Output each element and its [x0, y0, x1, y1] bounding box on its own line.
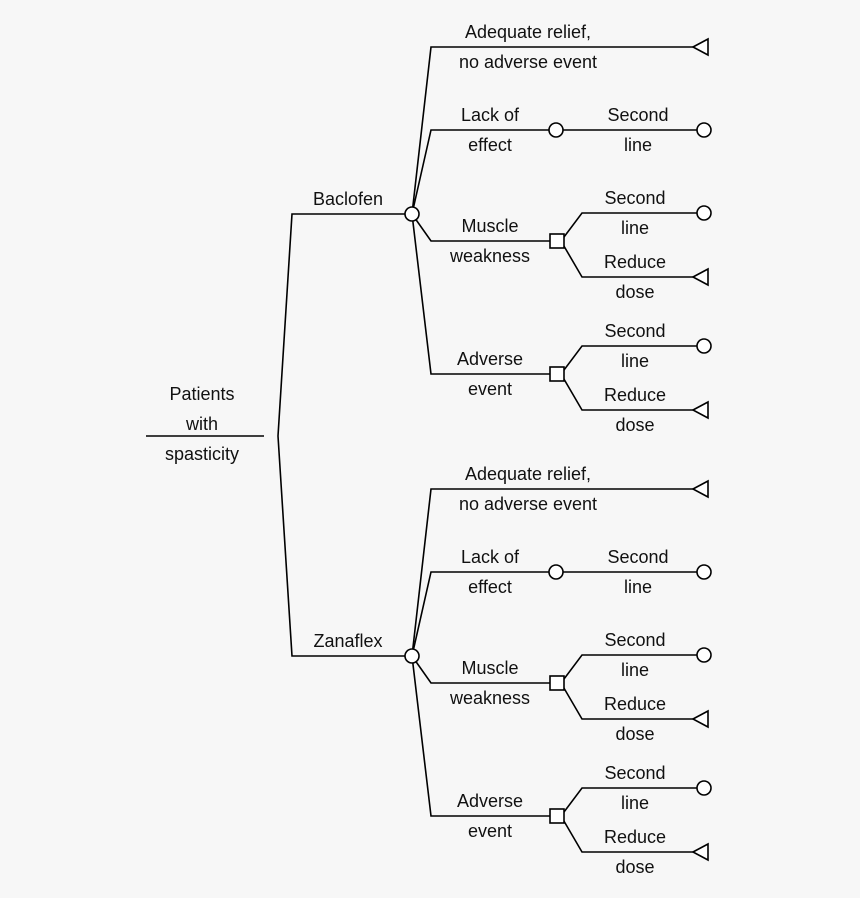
branch-0-outcome-2-child-0-chance-node — [696, 205, 712, 221]
branch-1-outcome-2-child-0-label: line — [621, 660, 649, 680]
branch-0-outcome-2-child-1-label: dose — [615, 282, 654, 302]
branch-0-outcome-1-edge — [411, 129, 549, 215]
branch-1-outcome-2-label: Muscle — [461, 658, 518, 678]
branch-1-outcome-3-edge — [411, 655, 550, 817]
branch-1-outcome-2-decision-node — [549, 675, 565, 691]
branch-0-outcome-1-child-0-label: Second — [607, 105, 668, 125]
branch-0-outcome-0-label: Adequate relief, — [465, 22, 591, 42]
branch-0-outcome-2-child-0-label: Second — [604, 188, 665, 208]
branch-0-outcome-3-child-1-edge — [560, 373, 708, 411]
branch-0-outcome-3-child-0-edge — [560, 345, 697, 375]
branch-1-edge — [277, 435, 405, 657]
branch-0-outcome-3-child-0-label: line — [621, 351, 649, 371]
branch-1-outcome-3-child-0-label: Second — [604, 763, 665, 783]
branch-1-outcome-1-chance-node — [548, 564, 564, 580]
branch-0-outcome-1-label: Lack of — [461, 105, 520, 125]
branch-1-outcome-3-child-1-edge — [560, 815, 708, 853]
branch-1-outcome-1-child-0-label: Second — [607, 547, 668, 567]
branch-0-outcome-3-label: Adverse — [457, 349, 523, 369]
branch-0-outcome-2-child-1-terminal-node — [691, 267, 709, 287]
tree-nodes — [404, 37, 712, 862]
branch-0-outcome-1-label: effect — [468, 135, 512, 155]
branch-1-outcome-2-child-1-terminal-node — [691, 709, 709, 729]
branch-1-outcome-2-child-1-edge — [560, 682, 708, 720]
tree-edges — [146, 46, 708, 853]
branch-1-outcome-1-edge — [411, 571, 549, 657]
branch-1-outcome-3-child-1-label: dose — [615, 857, 654, 877]
branch-1-outcome-2-edge — [411, 655, 550, 684]
branch-0-outcome-2-child-0-label: line — [621, 218, 649, 238]
branch-1-outcome-0-label: Adequate relief, — [465, 464, 591, 484]
branch-0-outcome-2-edge — [411, 213, 550, 242]
branch-0-outcome-3-child-1-terminal-node — [691, 400, 709, 420]
branch-1-outcome-2-child-0-edge — [560, 654, 697, 684]
branch-0-outcome-3-child-0-chance-node — [696, 338, 712, 354]
root-label: with — [185, 414, 218, 434]
branch-1-outcome-3-label: Adverse — [457, 791, 523, 811]
branch-1-outcome-0-label: no adverse event — [459, 494, 597, 514]
branch-0-edge — [277, 213, 405, 437]
branch-1-outcome-1-child-0-chance-node — [696, 564, 712, 580]
branch-0-outcome-3-child-1-label: dose — [615, 415, 654, 435]
branch-1-outcome-3-child-0-edge — [560, 787, 697, 817]
branch-1-outcome-2-child-1-label: dose — [615, 724, 654, 744]
branch-0-outcome-2-decision-node — [549, 233, 565, 249]
branch-0-outcome-1-child-0-label: line — [624, 135, 652, 155]
branch-0-outcome-0-terminal-node — [691, 37, 709, 57]
branch-0-outcome-3-label: event — [468, 379, 512, 399]
branch-1-outcome-1-child-0-label: line — [624, 577, 652, 597]
branch-1-outcome-0-edge — [411, 488, 708, 657]
branch-0-outcome-1-chance-node — [548, 122, 564, 138]
branch-1-chance-node — [404, 648, 420, 664]
branch-0-outcome-1-child-0-chance-node — [696, 122, 712, 138]
branch-1-outcome-2-child-0-chance-node — [696, 647, 712, 663]
branch-0-outcome-0-label: no adverse event — [459, 52, 597, 72]
root-label: spasticity — [165, 444, 239, 464]
branch-0-outcome-2-child-1-label: Reduce — [604, 252, 666, 272]
branch-0-outcome-2-child-0-edge — [560, 212, 697, 242]
branch-1-label: Zanaflex — [313, 631, 382, 651]
branch-0-chance-node — [404, 206, 420, 222]
branch-0-label: Baclofen — [313, 189, 383, 209]
branch-0-outcome-2-label: Muscle — [461, 216, 518, 236]
branch-1-outcome-3-child-0-chance-node — [696, 780, 712, 796]
branch-1-outcome-3-child-1-terminal-node — [691, 842, 709, 862]
branch-0-outcome-2-label: weakness — [449, 246, 530, 266]
branch-1-outcome-3-label: event — [468, 821, 512, 841]
branch-0-outcome-3-edge — [411, 213, 550, 375]
root-label: Patients — [169, 384, 234, 404]
branch-1-outcome-2-child-1-label: Reduce — [604, 694, 666, 714]
branch-1-outcome-3-decision-node — [549, 808, 565, 824]
branch-1-outcome-2-child-0-label: Second — [604, 630, 665, 650]
branch-1-outcome-1-label: Lack of — [461, 547, 520, 567]
branch-1-outcome-1-label: effect — [468, 577, 512, 597]
branch-0-outcome-3-decision-node — [549, 366, 565, 382]
branch-0-outcome-3-child-0-label: Second — [604, 321, 665, 341]
branch-1-outcome-0-terminal-node — [691, 479, 709, 499]
branch-1-outcome-2-label: weakness — [449, 688, 530, 708]
branch-0-outcome-3-child-1-label: Reduce — [604, 385, 666, 405]
branch-0-outcome-2-child-1-edge — [560, 240, 708, 278]
branch-0-outcome-0-edge — [411, 46, 708, 215]
branch-1-outcome-3-child-1-label: Reduce — [604, 827, 666, 847]
branch-1-outcome-3-child-0-label: line — [621, 793, 649, 813]
